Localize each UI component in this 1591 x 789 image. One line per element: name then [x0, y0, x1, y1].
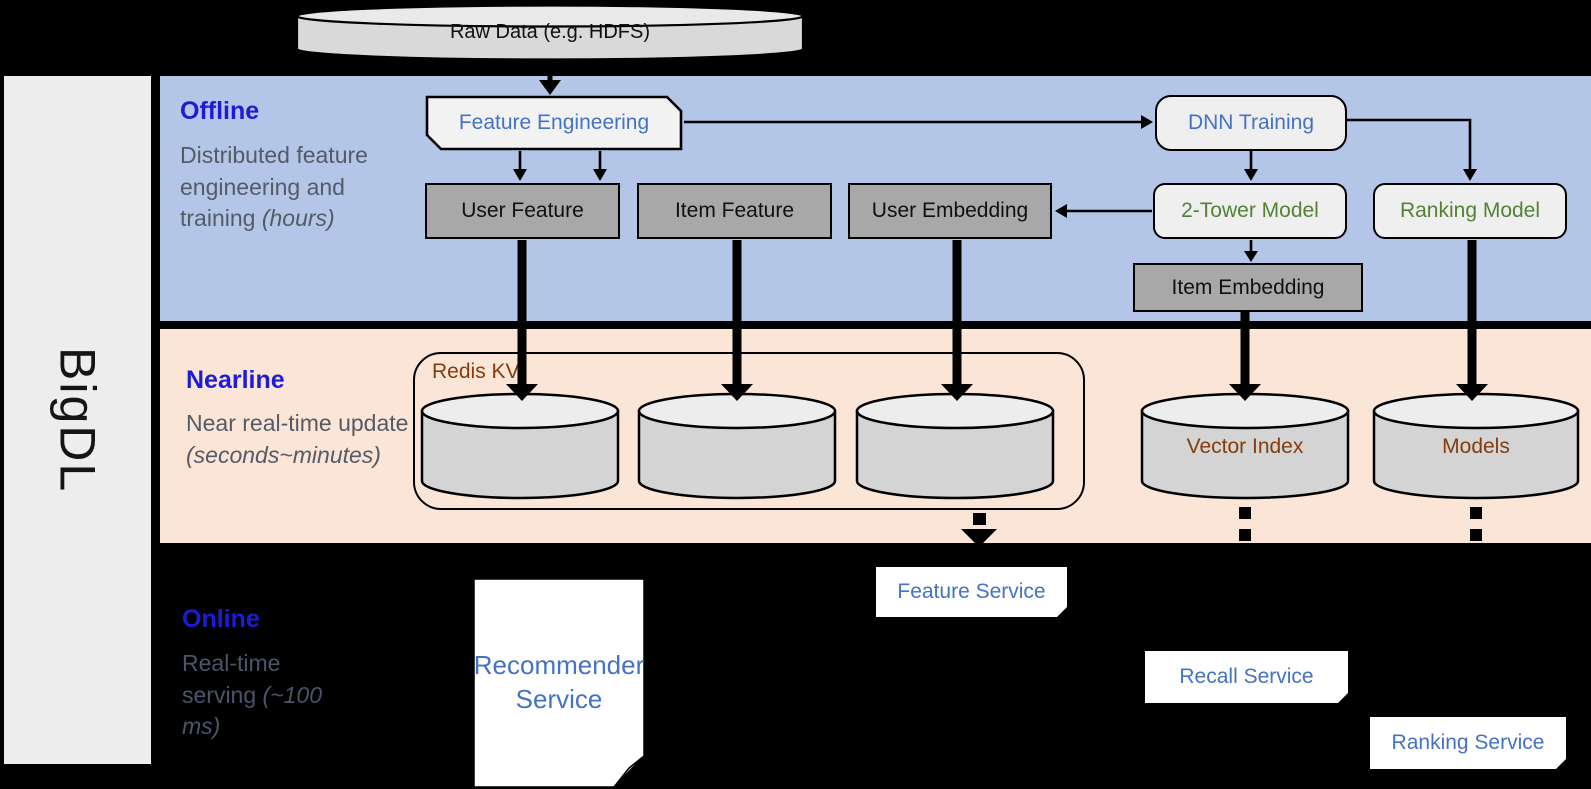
- bigdl-side-bar: BigDL: [4, 76, 151, 764]
- vector-index-store: Vector Index: [1140, 392, 1350, 502]
- redis-kv-container: [413, 352, 1085, 510]
- snip-corner-shape: [425, 95, 683, 151]
- ranking-service-node: Ranking Service: [1370, 717, 1566, 774]
- nearline-desc-note: (seconds~minutes): [186, 441, 381, 468]
- ranking-model-node: Ranking Model: [1373, 183, 1567, 239]
- bigdl-brand-label: BigDL: [49, 346, 106, 494]
- recall-service-node: Recall Service: [1145, 651, 1348, 708]
- models-store: Models: [1372, 392, 1580, 502]
- two-tower-model-label: 2-Tower Model: [1181, 199, 1319, 222]
- offline-section-title: Offline: [180, 97, 260, 125]
- feature-service-node: Feature Service: [876, 567, 1067, 622]
- cylinder-shape: [1372, 392, 1580, 500]
- feature-engineering-label: Feature Engineering: [458, 111, 650, 135]
- folded-corner-icon: [1052, 607, 1067, 622]
- folded-corner-icon: [1551, 759, 1566, 774]
- user-embedding-node: User Embedding: [848, 183, 1052, 239]
- kv-cylinder-1: [420, 392, 620, 502]
- user-feature-label: User Feature: [461, 199, 584, 222]
- kv-cylinder-2: [637, 392, 837, 502]
- item-feature-node: Item Feature: [637, 183, 832, 239]
- feature-service-label: Feature Service: [897, 580, 1046, 603]
- nearline-section-title: Nearline: [186, 366, 285, 394]
- cylinder-shape: [295, 4, 805, 61]
- item-embedding-node: Item Embedding: [1133, 263, 1363, 312]
- folded-corner-icon: [1333, 693, 1348, 708]
- models-label: Models: [1442, 435, 1510, 458]
- recommender-service-node: Recommender Service: [473, 578, 645, 788]
- user-feature-node: User Feature: [425, 183, 620, 239]
- kv-cylinder-3: [855, 392, 1055, 502]
- ranking-model-label: Ranking Model: [1399, 199, 1541, 222]
- item-embedding-label: Item Embedding: [1171, 275, 1325, 299]
- offline-desc-text: Distributed feature engineering and trai…: [180, 142, 368, 232]
- nearline-desc-text: Near real-time update: [186, 410, 409, 436]
- two-tower-model-node: 2-Tower Model: [1153, 183, 1347, 239]
- cylinder-shape: [420, 392, 620, 500]
- vector-index-label: Vector Index: [1186, 435, 1304, 458]
- cylinder-shape: [637, 392, 837, 500]
- online-desc-text: Real-time serving: [182, 650, 281, 708]
- online-section-title: Online: [182, 605, 260, 633]
- document-shape: [473, 578, 645, 788]
- recommender-service-label: Recommender Service: [473, 650, 645, 714]
- dnn-training-node: DNN Training: [1155, 95, 1347, 151]
- recall-service-label: Recall Service: [1179, 665, 1314, 688]
- offline-desc-note: (hours): [261, 205, 335, 232]
- cylinder-shape: [855, 392, 1055, 500]
- ranking-service-label: Ranking Service: [1391, 731, 1545, 754]
- cylinder-shape: [1140, 392, 1350, 500]
- online-section-desc: Real-time serving (~100 ms): [182, 648, 337, 743]
- dnn-training-label: DNN Training: [1187, 111, 1315, 134]
- user-embedding-label: User Embedding: [871, 199, 1029, 222]
- raw-data-store: Raw Data (e.g. HDFS): [295, 4, 805, 62]
- online-desc-note: (~100 ms): [182, 681, 323, 740]
- feature-engineering-node: Feature Engineering: [425, 95, 683, 151]
- raw-data-label: Raw Data (e.g. HDFS): [449, 21, 651, 43]
- redis-kv-label: Redis KV: [432, 360, 520, 383]
- item-feature-label: Item Feature: [674, 199, 795, 222]
- nearline-section-desc: Near real-time update (seconds~minutes): [186, 408, 448, 471]
- offline-section-desc: Distributed feature engineering and trai…: [180, 140, 412, 235]
